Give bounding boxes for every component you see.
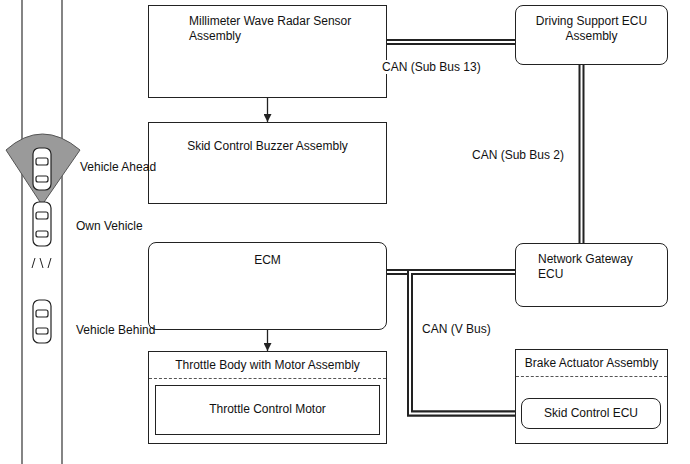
can-bus-core	[410, 272, 521, 414]
motor-box: Throttle Control Motor	[155, 385, 380, 435]
bus-label: CAN (Sub Bus 2)	[470, 148, 566, 162]
ecu-box: Driving Support ECU Assembly	[515, 5, 668, 65]
can-bus-line	[579, 65, 585, 243]
connector-group	[410, 272, 521, 414]
vehicle-label: Vehicle Ahead	[80, 160, 156, 174]
node-label: Throttle Control Motor	[164, 402, 371, 417]
can-bus-core	[387, 272, 521, 414]
signal-arrow	[267, 98, 268, 122]
node-label: Network Gateway ECU	[538, 252, 659, 282]
connector-group	[267, 330, 268, 351]
node-label: Skid Control Buzzer Assembly	[159, 139, 376, 154]
road-edge	[21, 0, 22, 464]
node-label: Millimeter Wave Radar Sensor Assembly	[189, 14, 376, 44]
skid-ecu-box: Skid Control ECU	[521, 398, 661, 429]
can-bus-core	[581, 65, 583, 243]
own-vehicle	[33, 202, 51, 246]
radar-beam	[6, 134, 80, 205]
connector-group	[387, 272, 521, 414]
buzzer-box: Skid Control Buzzer Assembly	[148, 122, 387, 204]
gateway-box: Network Gateway ECU	[515, 243, 668, 307]
signal-arrow	[267, 330, 268, 351]
sensor-box: Millimeter Wave Radar Sensor Assembly	[148, 5, 387, 98]
bus-label: CAN (V Bus)	[420, 322, 493, 336]
node-label: Driving Support ECU Assembly	[524, 14, 659, 44]
bus-label: CAN (Sub Bus 13)	[380, 60, 483, 74]
ecm-box: ECM	[148, 242, 387, 330]
can-bus-line	[387, 272, 521, 414]
connector-group	[387, 42, 515, 43]
brake-actuator-box: Brake Actuator AssemblySkid Control ECU	[515, 349, 668, 444]
node-label: Throttle Body with Motor Assembly	[149, 356, 386, 379]
vehicle-ahead	[33, 148, 51, 190]
can-bus-core	[387, 41, 515, 43]
vehicle-label: Own Vehicle	[76, 219, 143, 233]
vehicle-label: Vehicle Behind	[76, 323, 155, 337]
connector-group	[581, 65, 582, 243]
node-label: Brake Actuator Assembly	[516, 354, 667, 377]
connector-group	[267, 98, 268, 122]
node-label: Skid Control ECU	[528, 406, 654, 421]
motion-marks	[32, 258, 51, 268]
node-label: ECM	[159, 253, 376, 268]
can-bus-line	[410, 272, 521, 414]
throttle-body-box: Throttle Body with Motor AssemblyThrottl…	[148, 351, 387, 444]
road-edge	[61, 0, 62, 464]
vehicle-behind	[33, 300, 51, 343]
can-bus-line	[387, 39, 515, 45]
